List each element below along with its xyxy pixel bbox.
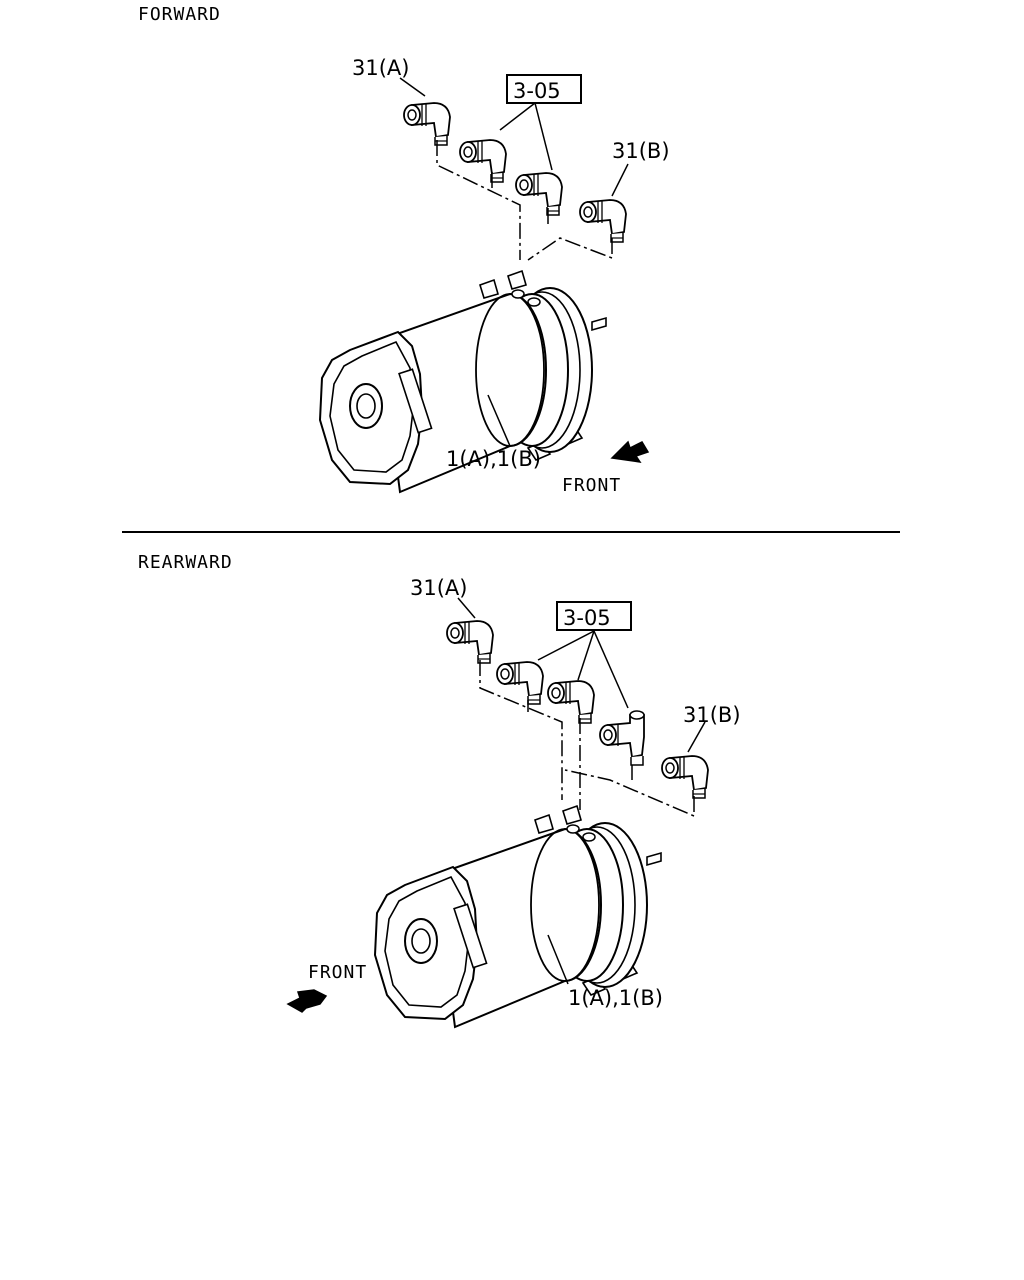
forward-diagram: 3-05 31(A) 31(B) 1(A),1(B) FRONT <box>319 56 670 496</box>
rearward-ref-box <box>556 601 632 631</box>
forward-fitting-31b <box>579 199 627 243</box>
forward-ref-box <box>506 74 582 104</box>
forward-label-unit: 1(A),1(B) <box>446 447 541 471</box>
rearward-fitting-3-05-middle <box>547 680 595 724</box>
forward-front-arrow-icon <box>610 440 650 463</box>
rearward-alignment-lines <box>479 660 695 818</box>
forward-fitting-3-05-upper <box>459 139 507 183</box>
rearward-leader-lines <box>457 597 706 985</box>
section-divider <box>122 531 900 533</box>
forward-ref-label: 3-05 <box>513 79 561 103</box>
rearward-front-arrow-icon <box>286 989 328 1013</box>
forward-label-31b: 31(B) <box>612 139 670 163</box>
rearward-section-title: REARWARD <box>138 552 233 573</box>
rearward-diagram: 3-05 31(A) 31(B) 1(A),1(B) FRONT <box>286 576 741 1028</box>
rearward-ref-label: 3-05 <box>563 606 611 630</box>
rearward-label-unit: 1(A),1(B) <box>568 986 663 1010</box>
rearward-fitting-31b <box>661 755 709 799</box>
rearward-fitting-3-05-tee <box>599 710 645 766</box>
rearward-fitting-31a <box>446 620 494 664</box>
forward-front-label: FRONT <box>562 475 621 496</box>
forward-alignment-lines <box>436 140 613 261</box>
forward-leader-lines <box>399 77 629 447</box>
rearward-label-31b: 31(B) <box>683 703 741 727</box>
forward-section-title: FORWARD <box>138 4 221 25</box>
forward-fitting-3-05-lower <box>515 172 563 216</box>
rearward-front-label: FRONT <box>308 962 367 983</box>
rearward-fitting-3-05-upper <box>496 661 544 705</box>
forward-label-31a: 31(A) <box>352 56 409 80</box>
forward-fitting-31a <box>403 102 451 146</box>
rearward-label-31a: 31(A) <box>410 576 467 600</box>
